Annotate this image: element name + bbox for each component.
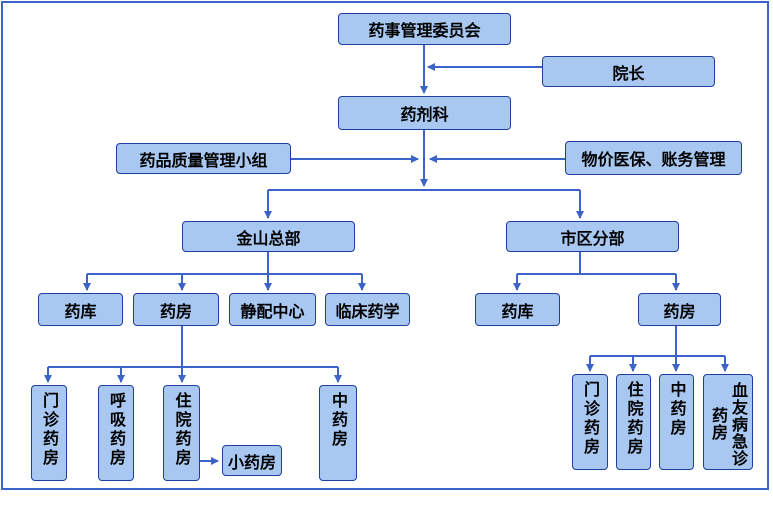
node-hospital-director: 院长 <box>542 56 715 87</box>
node-jinshan-headquarters: 金山总部 <box>182 221 355 252</box>
node-jinshan-clinical-pharmacy: 临床药学 <box>325 293 410 326</box>
node-urban-outpatient-pharmacy: 门诊药房 <box>572 374 608 470</box>
node-urban-hemophilia-emergency-pharmacy: 血友病急诊药房 <box>703 374 753 470</box>
node-jinshan-tcm-pharmacy: 中药房 <box>319 385 357 481</box>
node-jinshan-pharmacy: 药房 <box>133 293 219 326</box>
node-jinshan-outpatient-pharmacy: 门诊药房 <box>31 385 67 481</box>
node-jinshan-iv-center: 静配中心 <box>229 293 316 326</box>
node-jinshan-inpatient-pharmacy: 住院药房 <box>163 385 200 481</box>
node-urban-inpatient-pharmacy: 住院药房 <box>616 374 651 470</box>
node-urban-drug-storage: 药库 <box>475 293 560 326</box>
node-urban-branch: 市区分部 <box>506 221 679 252</box>
node-price-insurance-accounts: 物价医保、账务管理 <box>565 141 742 175</box>
node-drug-quality-group: 药品质量管理小组 <box>116 143 291 174</box>
node-jinshan-respiratory-pharmacy: 呼吸药房 <box>98 385 134 481</box>
node-jinshan-mini-pharmacy: 小药房 <box>222 445 282 476</box>
node-urban-tcm-pharmacy: 中药房 <box>659 374 694 470</box>
node-jinshan-drug-storage: 药库 <box>38 293 123 326</box>
node-pharmacy-committee: 药事管理委员会 <box>338 13 511 45</box>
node-urban-pharmacy: 药房 <box>638 293 721 326</box>
node-pharmacy-department: 药剂科 <box>338 96 511 130</box>
